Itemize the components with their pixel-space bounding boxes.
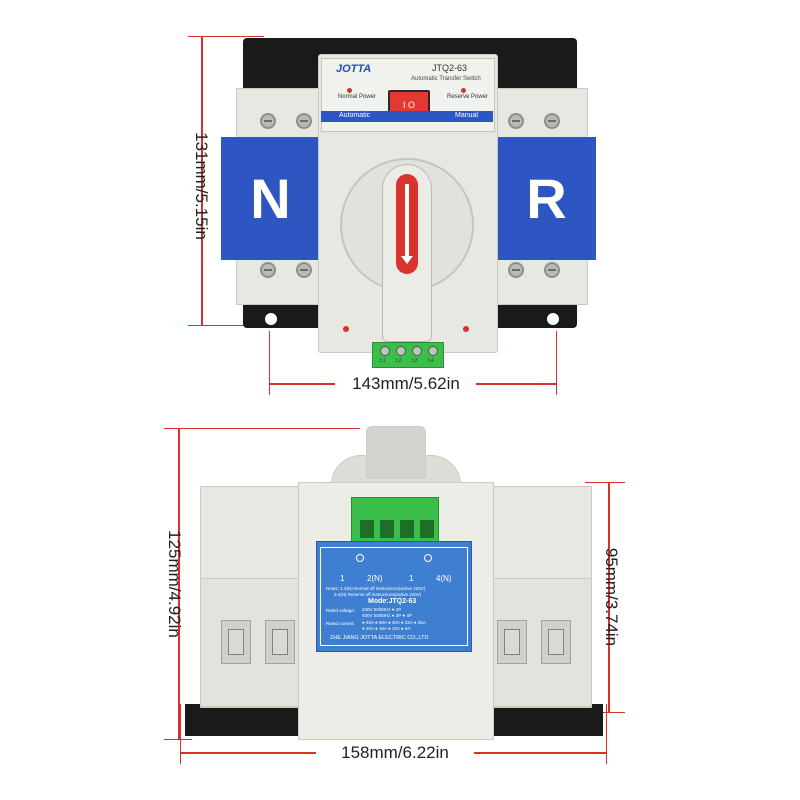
nameplate-inner-frame xyxy=(320,547,468,646)
neutral-label-panel: N xyxy=(221,137,320,260)
terminal-slot xyxy=(265,620,295,664)
reserve-power-label: Reserve Power xyxy=(447,94,489,100)
terminal-screw-icon xyxy=(380,346,390,356)
plate-rated-voltage-2: 400V 50/60Hz ● 3P ● 4P xyxy=(362,613,412,618)
plate-note-1: Notes: 1.2(N) Normal off instructions(ac… xyxy=(326,586,426,591)
top-width-tick-left xyxy=(269,331,270,395)
bottom-right-height-label: 95mm/3.74in xyxy=(602,547,621,647)
bottom-right-tick-top xyxy=(585,482,625,483)
rear-terminal-socket xyxy=(380,520,394,538)
brand-logo: JOTTA xyxy=(336,63,372,75)
terminal-mark-3: L3 xyxy=(412,358,418,364)
terminal-screw-icon xyxy=(412,346,422,356)
plate-terminal-right-2: 4(N) xyxy=(436,574,452,583)
top-width-label: 143mm/5.62in xyxy=(352,374,460,393)
bottom-right-tick-bottom xyxy=(585,712,625,713)
bottom-width-line-right xyxy=(474,752,607,754)
terminal-screw-icon xyxy=(428,346,438,356)
plate-rated-current-label: Rated current: xyxy=(326,621,355,626)
normal-power-label: Normal Power xyxy=(338,94,377,100)
manual-label: Manual xyxy=(455,112,478,119)
bottom-width-line-left xyxy=(180,752,316,754)
bottom-width-tick-right xyxy=(606,704,607,764)
terminal-slot xyxy=(497,620,527,664)
handle-top xyxy=(366,426,426,478)
normal-power-led xyxy=(347,88,352,93)
top-width-tick-right xyxy=(556,331,557,395)
reserve-label: R xyxy=(526,167,567,230)
top-height-label: 131mm/5.15in xyxy=(192,132,211,240)
subtitle-label: Automatic Transfer Switch xyxy=(411,76,481,82)
lamp-right-icon xyxy=(424,554,432,562)
plate-terminal-right-1: 1 xyxy=(409,574,414,583)
reserve-power-led xyxy=(461,88,466,93)
bottom-height-tick-bottom xyxy=(164,739,192,740)
automatic-label: Automatic xyxy=(339,112,371,119)
plate-terminal-left-1: 1 xyxy=(340,574,345,583)
mode-strip xyxy=(321,111,493,122)
terminal-slot xyxy=(221,620,251,664)
nameplate xyxy=(316,541,472,652)
bottom-height-line xyxy=(178,428,180,739)
screw-icon xyxy=(296,262,312,278)
handle-indicator-line xyxy=(405,184,409,258)
terminal-slot xyxy=(541,620,571,664)
top-height-tick-top xyxy=(188,36,264,37)
rear-terminal-socket xyxy=(420,520,434,538)
rear-terminal-socket xyxy=(360,520,374,538)
top-height-tick-bottom xyxy=(188,325,264,326)
terminal-mark-1: L1 xyxy=(380,358,386,364)
plate-rated-current-1: ● 63A ● 50A ● 40A ● 32A ● 25A xyxy=(362,620,426,625)
bottom-width-tick-left xyxy=(180,704,181,764)
plate-rated-voltage-label: Rated voltage: xyxy=(326,608,356,613)
model-label: JTQ2-63 xyxy=(432,63,468,73)
rear-terminal-socket xyxy=(400,520,414,538)
plate-terminal-left-2: 2(N) xyxy=(367,574,383,583)
screw-icon xyxy=(544,262,560,278)
terminal-mark-4: L4 xyxy=(428,358,434,364)
terminal-mark-2: L2 xyxy=(396,358,402,364)
bottom-right-line xyxy=(608,482,610,713)
terminal-screw-icon xyxy=(396,346,406,356)
status-led-right xyxy=(463,326,469,332)
top-mount-hole-right xyxy=(547,313,559,325)
reserve-label-panel: R xyxy=(497,137,596,260)
screw-icon xyxy=(260,262,276,278)
top-width-line-right xyxy=(476,383,557,385)
screw-icon xyxy=(544,113,560,129)
screw-icon xyxy=(508,262,524,278)
plate-rated-current-2: ● 20A ● 16A ● 10A ● 6A xyxy=(362,626,411,631)
arrow-down-icon xyxy=(401,256,413,264)
top-mount-hole-left xyxy=(265,313,277,325)
neutral-label: N xyxy=(250,167,291,230)
screw-icon xyxy=(508,113,524,129)
rocker-switch-label: I O xyxy=(402,100,415,110)
bottom-width-label: 158mm/6.22in xyxy=(341,743,449,762)
status-led-left xyxy=(343,326,349,332)
top-height-line xyxy=(201,36,203,326)
bottom-height-label: 125mm/4.92in xyxy=(165,530,184,638)
plate-model: Mode:JTQ2-63 xyxy=(368,598,417,605)
top-width-line-left xyxy=(269,383,335,385)
screw-icon xyxy=(296,113,312,129)
plate-note-2: 3.4(N) Reserve off instructions(active 2… xyxy=(334,592,422,597)
bottom-height-tick-top xyxy=(164,428,360,429)
plate-manufacturer: ZHE JIANG JOTTA ELECTRIC CO.,LTD xyxy=(330,635,429,641)
lamp-left-icon xyxy=(356,554,364,562)
screw-icon xyxy=(260,113,276,129)
plate-rated-voltage-1: 230V 50/60Hz ● 2P xyxy=(362,607,402,612)
